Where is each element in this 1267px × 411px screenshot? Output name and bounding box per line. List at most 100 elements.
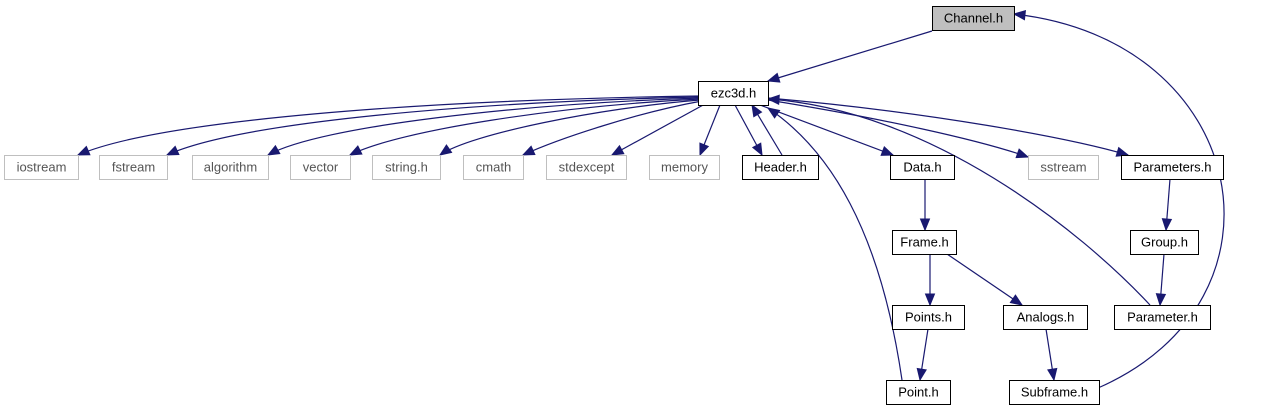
- node-box: [886, 380, 951, 405]
- edge-ezc3d-to-algorithm: [266, 97, 701, 156]
- node-header[interactable]: Header.h: [742, 155, 819, 180]
- edge-arrowhead: [521, 145, 536, 156]
- node-label: Points.h: [905, 309, 952, 324]
- node-label: Header.h: [754, 159, 807, 174]
- node-analogs[interactable]: Analogs.h: [1003, 305, 1088, 330]
- edge-arrowhead: [880, 146, 895, 156]
- node-label: memory: [661, 159, 708, 174]
- node-point[interactable]: Point.h: [886, 380, 951, 405]
- node-box: [1003, 305, 1088, 330]
- node-box: [698, 81, 769, 106]
- node-label: iostream: [17, 159, 67, 174]
- node-label: Frame.h: [900, 234, 948, 249]
- node-label: vector: [303, 159, 339, 174]
- node-label: Channel.h: [944, 10, 1003, 25]
- node-parameters[interactable]: Parameters.h: [1121, 155, 1224, 180]
- node-label: Subframe.h: [1021, 384, 1088, 399]
- node-fstream: fstream: [99, 155, 168, 180]
- edge-line: [77, 95, 701, 156]
- edge-arrowhead: [1155, 293, 1167, 307]
- edge-arrowhead: [165, 145, 180, 156]
- node-label: Point.h: [898, 384, 938, 399]
- node-label: sstream: [1040, 159, 1086, 174]
- node-label: stdexcept: [559, 159, 615, 174]
- edge-line: [439, 99, 701, 156]
- node-group[interactable]: Group.h: [1130, 230, 1199, 255]
- edge-arrowhead: [1047, 367, 1058, 382]
- edge-arrowhead: [1009, 294, 1024, 306]
- edge-ezc3d-to-fstream: [165, 96, 701, 156]
- edge-arrowhead: [1115, 146, 1130, 157]
- edge-arrowhead: [610, 144, 625, 156]
- edge-ezc3d-to-memory: [699, 104, 721, 157]
- edge-header-to-ezc3d: [751, 103, 783, 156]
- node-label: Group.h: [1141, 234, 1188, 249]
- edge-arrowhead: [1012, 10, 1027, 21]
- node-sstream: sstream: [1028, 155, 1099, 180]
- edge-line: [1013, 13, 1225, 389]
- edge-arrowhead: [924, 293, 936, 307]
- edge-group-to-parameter: [1155, 253, 1167, 307]
- node-string: string.h: [372, 155, 441, 180]
- node-box: [372, 155, 441, 180]
- edge-point-to-ezc3d: [766, 107, 903, 381]
- edge-line: [767, 30, 933, 82]
- edge-ezc3d-to-data: [759, 104, 895, 156]
- node-box: [290, 155, 351, 180]
- node-box: [890, 155, 955, 180]
- edge-line: [767, 99, 1029, 158]
- edge-arrowhead: [1161, 218, 1173, 232]
- edge-ezc3d-to-iostream: [76, 95, 701, 156]
- node-box: [1028, 155, 1099, 180]
- edge-parameter-to-ezc3d: [766, 94, 1151, 306]
- edge-data-to-frame: [919, 179, 931, 232]
- edge-line: [759, 104, 894, 156]
- node-algorithm: algorithm: [192, 155, 269, 180]
- edge-line: [767, 97, 1129, 156]
- node-box: [892, 230, 957, 255]
- nodes-layer: Channel.h ezc3d.h iostream fstream algorithm…: [4, 6, 1224, 405]
- node-ezc3d[interactable]: ezc3d.h: [698, 81, 769, 106]
- edge-arrowhead: [699, 142, 710, 157]
- edge-line: [767, 98, 1151, 306]
- node-points[interactable]: Points.h: [892, 305, 965, 330]
- edge-arrowhead: [438, 144, 453, 156]
- edge-frame-to-analogs: [946, 253, 1024, 306]
- node-box: [1114, 305, 1211, 330]
- node-box: [892, 305, 965, 330]
- edge-ezc3d-to-header: [734, 104, 763, 157]
- edge-arrowhead: [916, 367, 927, 382]
- edge-ezc3d-to-string: [438, 99, 701, 156]
- node-label: algorithm: [204, 159, 257, 174]
- node-label: Analogs.h: [1017, 309, 1075, 324]
- node-channel[interactable]: Channel.h: [932, 6, 1015, 31]
- node-subframe[interactable]: Subframe.h: [1009, 380, 1100, 405]
- edge-arrowhead: [751, 103, 763, 118]
- node-label: Parameters.h: [1133, 159, 1211, 174]
- edge-points-to-point: [916, 328, 929, 382]
- edge-ezc3d-to-parameters: [767, 97, 1130, 157]
- edge-line: [946, 253, 1023, 306]
- node-label: cmath: [476, 159, 511, 174]
- node-parameter[interactable]: Parameter.h: [1114, 305, 1211, 330]
- node-memory: memory: [649, 155, 720, 180]
- edge-arrowhead: [751, 142, 763, 157]
- edge-line: [267, 97, 701, 156]
- edge-arrowhead: [919, 218, 931, 232]
- node-data[interactable]: Data.h: [890, 155, 955, 180]
- node-frame[interactable]: Frame.h: [892, 230, 957, 255]
- edges-layer: [76, 10, 1225, 389]
- node-box: [99, 155, 168, 180]
- edge-arrowhead: [766, 94, 780, 106]
- node-label: ezc3d.h: [711, 85, 757, 100]
- node-box: [546, 155, 627, 180]
- edge-arrowhead: [76, 145, 91, 156]
- edge-subframe-to-channel: [1012, 10, 1225, 389]
- edge-channel-to-ezc3d: [766, 30, 933, 83]
- edge-line: [611, 103, 706, 156]
- node-cmath: cmath: [463, 155, 524, 180]
- edge-arrowhead: [766, 107, 781, 119]
- edge-ezc3d-to-stdexcept: [610, 103, 706, 156]
- edge-line: [522, 100, 703, 156]
- node-stdexcept: stdexcept: [546, 155, 627, 180]
